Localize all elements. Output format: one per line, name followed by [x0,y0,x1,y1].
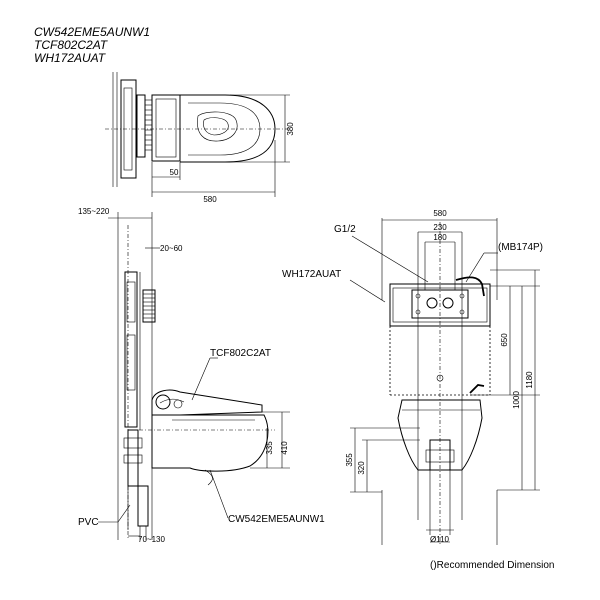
label-cw542: CW542EME5AUNW1 [228,514,325,525]
label-g-half: G1/2 [334,224,356,235]
dim-front-h-a: 650 [500,333,509,347]
dim-front-h-d: 355 [345,453,354,467]
dim-front-h-e: 320 [357,461,366,475]
dim-top-offset: 50 [170,168,179,177]
dim-top-length: 580 [203,195,217,204]
model-toilet: CW542EME5AUNW1 [34,25,151,39]
recommended-dimension-note: ()Recommended Dimension [430,560,555,571]
dim-side-wall-range: 135~220 [78,207,110,216]
top-view: 380 50 580 [105,72,295,204]
dim-front-inner-a: 230 [433,223,447,232]
dim-side-height-b: 410 [280,441,289,455]
dim-top-depth: 380 [286,122,295,136]
label-pvc: PVC [78,517,99,528]
dim-side-height-a: 335 [265,441,274,455]
dim-side-bottom: 70~130 [138,535,165,544]
dim-front-width: 580 [433,209,447,218]
dim-front-h-b: 1000 [512,391,521,409]
dim-front-h-c: 1180 [525,371,534,389]
front-view: 580 230 180 [282,209,543,545]
model-seat: TCF802C2AT [34,38,108,52]
dim-side-gap: 20~60 [160,244,183,253]
label-wh172auat: WH172AUAT [282,269,341,280]
model-frame: WH172AUAT [34,51,106,65]
dim-front-pipe: Ø110 [430,535,450,544]
side-view: 135~220 20~60 [78,207,325,544]
label-tcf802c2at: TCF802C2AT [210,348,271,359]
model-list: CW542EME5AUNW1 TCF802C2AT WH172AUAT [34,26,150,65]
label-mb174p: (MB174P) [498,242,543,253]
